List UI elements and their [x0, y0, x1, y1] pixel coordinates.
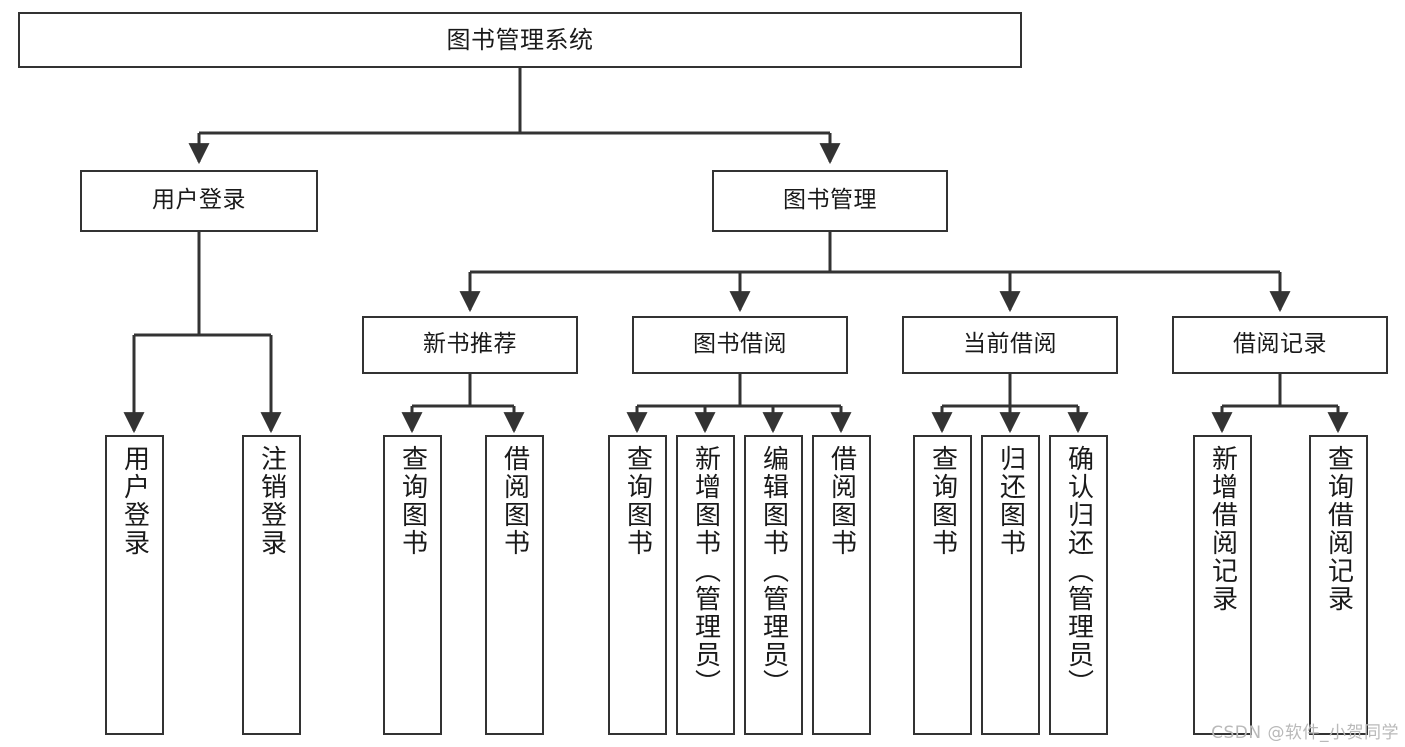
node-label: 用户登录	[152, 187, 246, 214]
leaf-user-login-logout[interactable]: 注销登录	[242, 435, 301, 735]
leaf-new-book-borrow-book[interactable]: 借阅图书	[485, 435, 544, 735]
node-label: 图书借阅	[693, 331, 787, 358]
node-label: 查询图书	[397, 445, 428, 557]
node-label: 查询借阅记录	[1323, 445, 1354, 613]
node-book-borrow[interactable]: 图书借阅	[632, 316, 848, 374]
leaf-book-borrow-add-book-admin[interactable]: 新增图书（管理员）	[676, 435, 735, 735]
node-label: 注销登录	[256, 445, 287, 557]
node-label: 用户登录	[119, 445, 150, 557]
leaf-book-borrow-query-book[interactable]: 查询图书	[608, 435, 667, 735]
node-new-book-recommendation[interactable]: 新书推荐	[362, 316, 578, 374]
node-label: 图书管理	[783, 187, 877, 214]
node-label: 查询图书	[927, 445, 958, 557]
node-label: 借阅图书	[826, 445, 857, 557]
node-book-management-system[interactable]: 图书管理系统	[18, 12, 1022, 68]
leaf-user-login-login[interactable]: 用户登录	[105, 435, 164, 735]
leaf-borrow-record-add-record[interactable]: 新增借阅记录	[1193, 435, 1252, 735]
node-label: 新增借阅记录	[1207, 445, 1238, 613]
leaf-current-borrow-return-book[interactable]: 归还图书	[981, 435, 1040, 735]
leaf-current-borrow-query-book[interactable]: 查询图书	[913, 435, 972, 735]
node-label: 图书管理系统	[446, 25, 594, 54]
node-book-management[interactable]: 图书管理	[712, 170, 948, 232]
node-user-login[interactable]: 用户登录	[80, 170, 318, 232]
node-current-borrow[interactable]: 当前借阅	[902, 316, 1118, 374]
node-label: 确认归还（管理员）	[1063, 445, 1094, 697]
node-label: 借阅图书	[499, 445, 530, 557]
leaf-new-book-query-book[interactable]: 查询图书	[383, 435, 442, 735]
node-label: 借阅记录	[1233, 331, 1327, 358]
node-label: 新书推荐	[423, 331, 517, 358]
leaf-current-borrow-confirm-return-admin[interactable]: 确认归还（管理员）	[1049, 435, 1108, 735]
node-borrow-record[interactable]: 借阅记录	[1172, 316, 1388, 374]
node-label: 查询图书	[622, 445, 653, 557]
node-label: 当前借阅	[963, 331, 1057, 358]
leaf-book-borrow-borrow-book[interactable]: 借阅图书	[812, 435, 871, 735]
leaf-borrow-record-query-record[interactable]: 查询借阅记录	[1309, 435, 1368, 735]
node-label: 归还图书	[995, 445, 1026, 557]
leaf-book-borrow-edit-book-admin[interactable]: 编辑图书（管理员）	[744, 435, 803, 735]
node-label: 编辑图书（管理员）	[758, 445, 789, 697]
node-label: 新增图书（管理员）	[690, 445, 721, 697]
